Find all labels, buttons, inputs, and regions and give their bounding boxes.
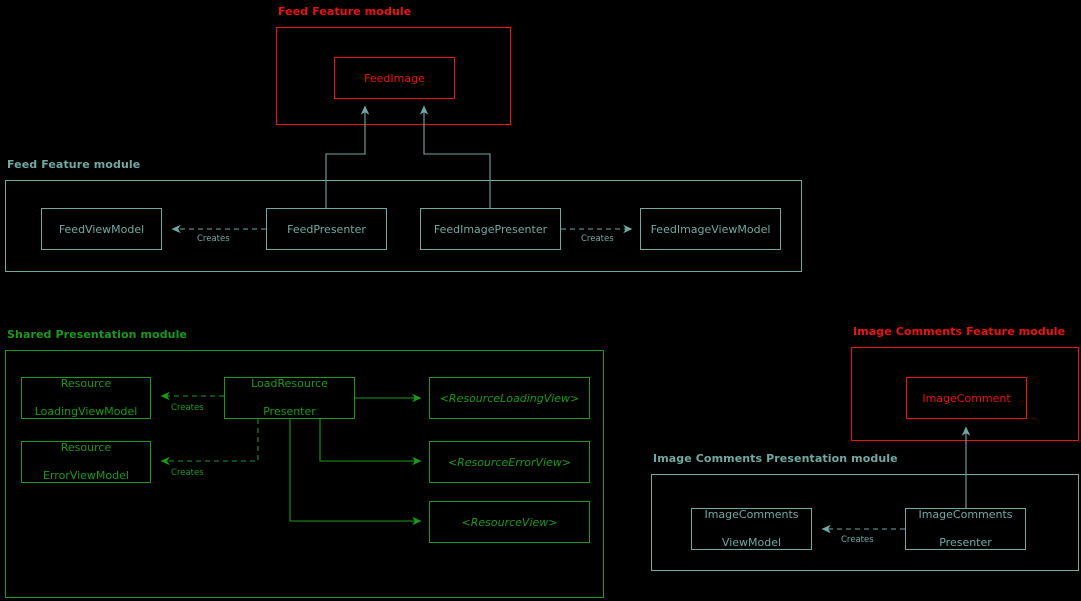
node-resource-loading-view[interactable]: <ResourceLoadingView> xyxy=(429,377,590,419)
module-title-feed-feature-presentation: Feed Feature module xyxy=(7,158,141,171)
edge-label-creates-feed: Creates xyxy=(196,234,231,244)
edge-label-creates-loading-view-model: Creates xyxy=(170,403,205,413)
edge-presenter-to-resource-error-view xyxy=(319,419,422,466)
edge-feed-image-presenter-to-feed-image xyxy=(419,105,491,208)
module-title-shared-presentation: Shared Presentation module xyxy=(7,328,188,341)
shared-presentation-connectors xyxy=(160,391,422,526)
module-frame-shared-presentation xyxy=(5,350,604,598)
node-label-line-1: LoadResource xyxy=(251,377,328,390)
node-label-line-2: Presenter xyxy=(263,405,316,418)
image-comments-connectors xyxy=(821,426,971,534)
edge-presenter-to-resource-view xyxy=(289,419,422,526)
node-feed-view-model[interactable]: FeedViewModel xyxy=(41,208,162,250)
edge-label-creates-error-view-model: Creates xyxy=(170,468,205,478)
node-image-comment[interactable]: ImageComment xyxy=(906,377,1027,419)
module-frame-image-comments-feature xyxy=(851,347,1079,441)
edge-label-creates-image-comments: Creates xyxy=(840,535,875,545)
module-title-image-comments-presentation: Image Comments Presentation module xyxy=(653,452,898,465)
node-feed-image-presenter[interactable]: FeedImagePresenter xyxy=(420,208,561,250)
node-label-line-2: Presenter xyxy=(939,536,992,549)
feed-module-connectors xyxy=(171,105,633,234)
module-frame-feed-feature-presentation xyxy=(5,180,802,272)
node-label-line-1: Resource xyxy=(60,377,112,390)
edge-feed-presenter-to-feed-image xyxy=(325,105,370,208)
node-resource-error-view[interactable]: <ResourceErrorView> xyxy=(429,441,590,483)
module-title-image-comments-feature: Image Comments Feature module xyxy=(853,325,1066,338)
node-feed-image-view-model[interactable]: FeedImageViewModel xyxy=(640,208,781,250)
node-label-line-2: ErrorViewModel xyxy=(43,469,129,482)
node-label-line-2: ViewModel xyxy=(721,536,782,549)
node-feed-presenter[interactable]: FeedPresenter xyxy=(266,208,387,250)
node-label-line-2: LoadingViewModel xyxy=(34,405,138,418)
node-label-line-1: ImageComments xyxy=(704,508,799,521)
edge-presenter-creates-error-view-model xyxy=(160,419,259,466)
node-label-line-1: Resource xyxy=(60,441,112,454)
node-feed-image[interactable]: FeedImage xyxy=(334,57,455,99)
module-frame-feed-feature-top xyxy=(276,27,511,125)
edge-label-creates-feed-image: Creates xyxy=(580,234,615,244)
module-frame-image-comments-presentation xyxy=(651,474,1079,571)
node-label-line-1: ImageComments xyxy=(918,508,1013,521)
module-title-feed-feature-top: Feed Feature module xyxy=(278,5,412,18)
node-resource-view[interactable]: <ResourceView> xyxy=(429,501,590,543)
